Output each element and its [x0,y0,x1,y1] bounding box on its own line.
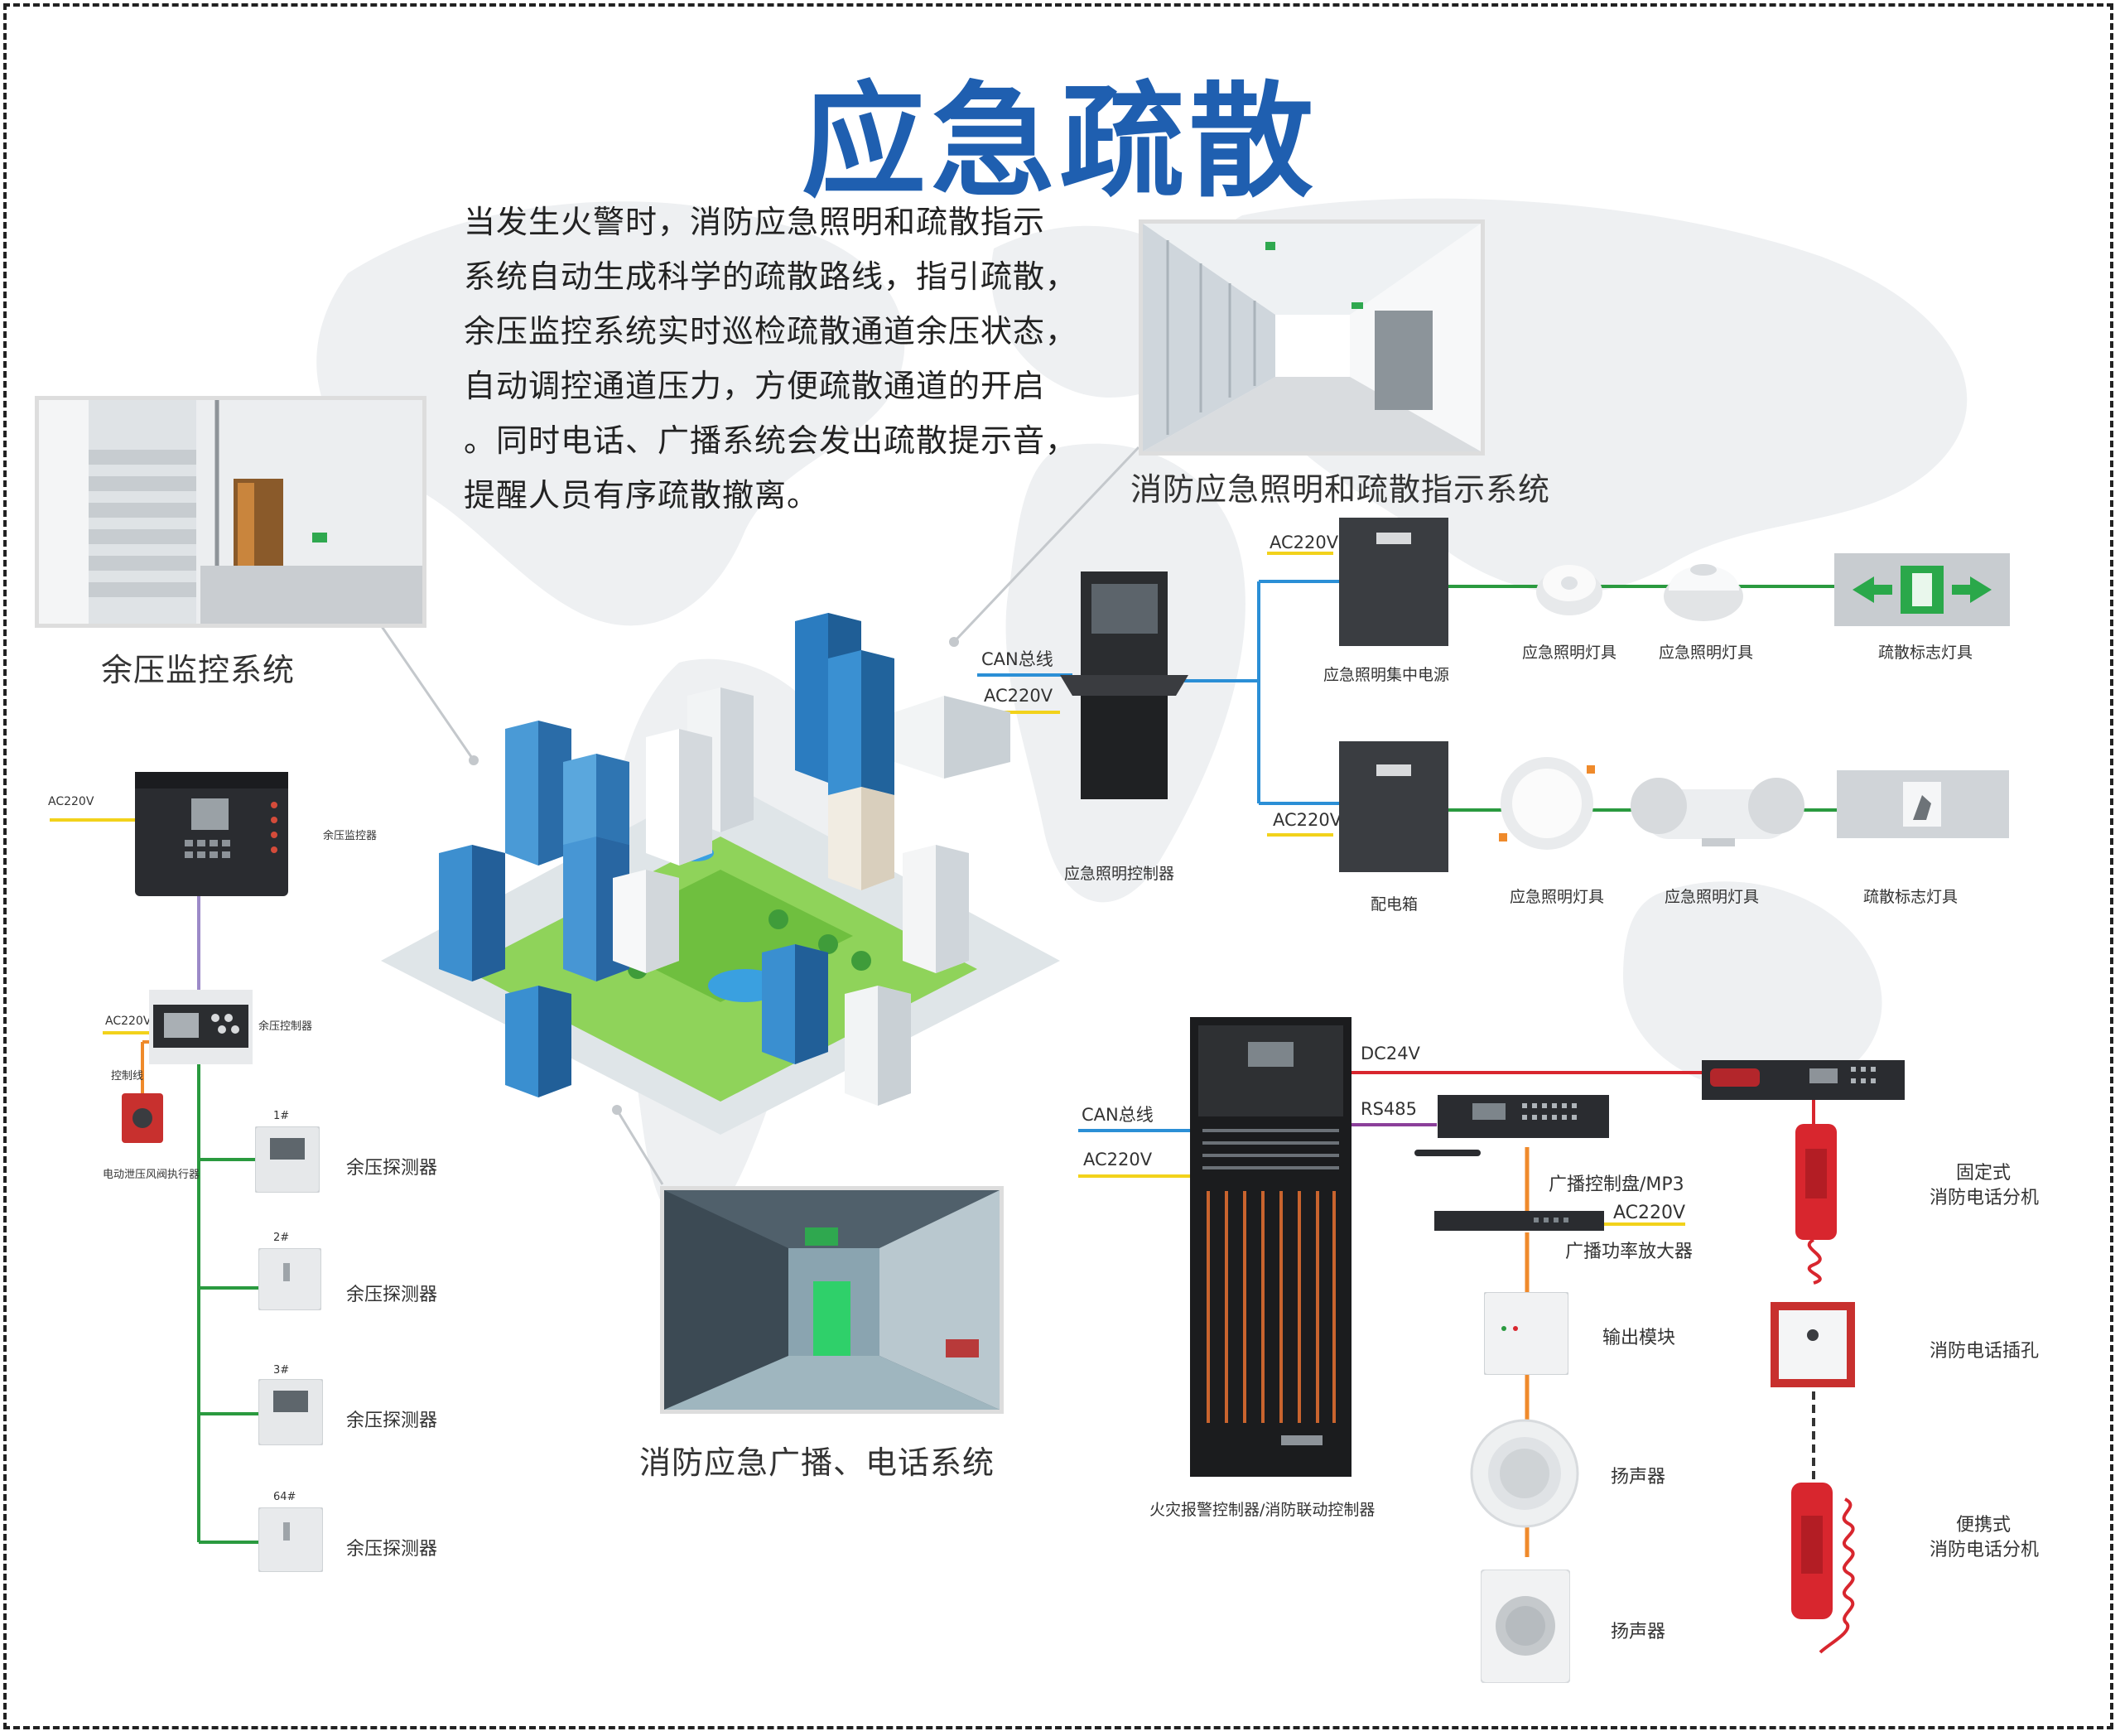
broadcast-control-panel [1414,1095,1609,1156]
pressure-monitor-label: 余压监控器 [323,830,378,842]
hallway-photo [660,1186,1004,1414]
exit-sign-1-label: 疏散标志灯具 [1878,644,1973,662]
intro-line: 。同时电话、广播系统会发出疏散提示音， [464,422,1078,459]
pressure-monitor-device [135,772,288,896]
detector-2-number: 2# [273,1232,290,1244]
intro-line: 余压监控系统实时巡检疏散通道余压状态， [464,313,1078,350]
power-amplifier [1434,1211,1604,1231]
corridor-photo [1139,219,1485,456]
exit-sign-2-label: 疏散标志灯具 [1863,888,1959,906]
page-title: 应急疏散 [801,70,1318,215]
distribution-box-label: 配电箱 [1371,895,1419,914]
broadcast-panel-label: 广播控制盘/MP3 [1549,1174,1684,1195]
ceiling-speaker [1470,1419,1579,1528]
broadcast-system-caption: 消防应急广播、电话系统 [639,1444,995,1481]
main-controller-label: 火灾报警控制器/消防联动控制器 [1149,1501,1376,1519]
phone-jack [1771,1302,1855,1387]
output-module-label: 输出模块 [1602,1328,1676,1348]
intro-line: 系统自动生成科学的疏散路线，指引疏散， [464,258,1078,295]
detector-1-number: 1# [273,1110,290,1122]
wall-speaker [1481,1570,1570,1683]
emergency-lamp-1 [1536,565,1602,615]
fire-alarm-main-controller [1190,1017,1352,1477]
intro-line: 当发生火警时，消防应急照明和疏散指示 [464,204,1046,240]
central-power-ac-label: AC220V [1270,533,1339,552]
fixed-phone-label-1: 固定式 [1956,1163,2012,1184]
pressure-detector-64 [258,1507,323,1572]
exit-sign-1 [1834,553,2010,626]
amplifier-label: 广播功率放大器 [1565,1242,1694,1262]
pressure-monitor-ac-label: AC220V [48,795,94,808]
damper-actuator [122,1093,163,1143]
emergency-lamp-4 [1631,778,1804,846]
detector-1-label: 余压探测器 [346,1158,438,1179]
central-power-label: 应急照明集中电源 [1323,666,1450,684]
detector-64-number: 64# [273,1491,296,1503]
fixed-phone-label-2: 消防电话分机 [1930,1188,2040,1208]
pressure-system-caption: 余压监控系统 [101,652,296,688]
emergency-lamp-4-label: 应急照明灯具 [1665,888,1760,906]
lighting-system-caption: 消防应急照明和疏散指示系统 [1130,471,1551,508]
rs485-label: RS485 [1361,1099,1418,1119]
intro-line: 自动调控通道压力，方便疏散通道的开启 [464,368,1046,404]
emergency-lamp-3 [1499,757,1595,850]
pressure-controller-label: 余压控制器 [258,1020,313,1033]
phone-jack-label: 消防电话插孔 [1930,1341,2040,1362]
distribution-box-ac-label: AC220V [1273,810,1342,830]
speaker-2-label: 扬声器 [1611,1622,1666,1642]
portable-phone-label-1: 便携式 [1956,1515,2012,1536]
broadcast-can-bus-label: CAN总线 [1082,1105,1154,1125]
distribution-box [1339,741,1448,872]
pressure-detector-1 [255,1126,320,1193]
dc24-label: DC24V [1361,1044,1420,1063]
exit-sign-2 [1837,770,2009,838]
output-module [1484,1292,1568,1375]
lighting-controller-cabinet [1060,571,1188,799]
emergency-lamp-1-label: 应急照明灯具 [1522,644,1617,662]
detector-2-label: 余压探测器 [346,1285,438,1305]
dashed-border [3,3,2113,1729]
stairwell-photo [35,396,426,628]
detector-3-number: 3# [273,1364,290,1377]
detector-64-label: 余压探测器 [346,1539,438,1560]
damper-actuator-label: 电动泄压风阀执行器 [103,1169,200,1181]
detector-3-label: 余压探测器 [346,1410,438,1431]
fixed-phone-handset [1795,1124,1837,1285]
pressure-controller-ac-label: AC220V [105,1015,152,1028]
emergency-lamp-2-label: 应急照明灯具 [1659,644,1754,662]
amplifier-ac-label: AC220V [1613,1203,1686,1223]
control-line-label: 控制线 [111,1070,144,1083]
lighting-controller-label: 应急照明控制器 [1064,865,1175,883]
fire-telephone-host [1702,1060,1905,1100]
portable-phone-handset [1791,1483,1855,1654]
intro-line: 提醒人员有序疏散撤离。 [464,477,820,514]
isometric-city-illustration [381,613,1060,1135]
pressure-detector-2 [258,1248,321,1310]
pressure-detector-3 [258,1379,323,1445]
emergency-lamp-3-label: 应急照明灯具 [1510,888,1605,906]
intro-paragraph: 当发生火警时，消防应急照明和疏散指示 系统自动生成科学的疏散路线，指引疏散， 余… [464,195,1110,523]
portable-phone-label-2: 消防电话分机 [1930,1540,2040,1560]
broadcast-ac-label: AC220V [1083,1150,1153,1169]
emergency-lamp-2 [1664,564,1743,621]
lighting-ac-label: AC220V [984,686,1053,706]
speaker-1-label: 扬声器 [1611,1467,1666,1488]
central-power-box [1339,518,1448,646]
pressure-controller-device [149,990,253,1064]
lighting-can-bus-label: CAN总线 [981,649,1053,669]
